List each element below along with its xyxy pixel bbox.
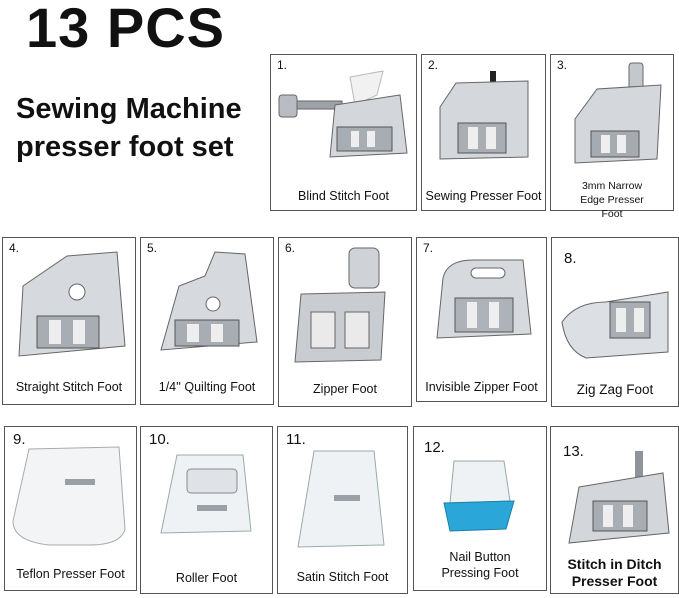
foot-name: 3mm Narrow Edge Presser Foot [580,180,644,220]
foot-number: 4. [9,241,20,255]
foot-name: Stitch in Ditch Presser Foot [567,556,662,589]
foot-name: Straight Stitch Foot [15,380,123,394]
foot-card-6: 6. Zipper Foot [278,237,412,407]
foot-name: Nail Button Pressing Foot [441,550,519,580]
foot-card-10: 10. Roller Foot [140,426,273,594]
button-foot-image [443,460,515,532]
foot-number: 3. [557,58,568,72]
foot-number: 5. [147,241,158,255]
foot-number: 13. [563,443,584,460]
satin-stitch-foot-image [297,450,385,548]
foot-card-13: 13. Stitch in Ditch Presser Foot [550,426,679,594]
foot-number: 1. [277,58,288,72]
foot-card-1: 1. Blind Stitch Foot [270,54,417,211]
invisible-zipper-foot-image [436,259,532,339]
zipper-foot-image [294,247,386,363]
foot-name: Zipper Foot [313,382,377,396]
foot-card-5: 5. 1/4'' Quilting Foot [140,237,274,405]
foot-number: 10. [149,431,170,448]
foot-number: 6. [285,241,296,255]
foot-card-11: 11. Satin Stitch Foot [277,426,408,594]
teflon-foot-image [12,446,126,546]
foot-name: Roller Foot [175,571,238,585]
subtitle: Sewing Machine presser foot set [16,93,242,163]
narrow-edge-foot-image [574,62,662,164]
foot-number: 9. [13,431,26,448]
foot-number: 2. [428,58,439,72]
foot-card-2: 2. Sewing Presser Foot [421,54,546,211]
foot-name: 1/4'' Quilting Foot [158,380,256,394]
foot-name: Invisible Zipper Foot [425,380,538,394]
foot-number: 8. [564,250,577,267]
blind-stitch-foot-image [278,70,408,158]
foot-card-7: 7. Invisible Zipper Foot [416,237,547,402]
quilting-foot-image [160,251,258,351]
foot-card-8: 8. Zig Zag Foot [551,237,679,407]
foot-name: Zig Zag Foot [576,382,654,397]
roller-foot-image [160,454,252,534]
sewing-presser-foot-image [439,71,529,160]
straight-stitch-foot-image [18,251,126,357]
foot-name: Teflon Presser Foot [16,567,125,581]
stitch-in-ditch-foot-image [568,451,670,544]
foot-card-3: 3. 3mm Narrow Edge Presser Foot [550,54,674,220]
headline: 13 PCS [26,0,225,59]
foot-number: 11. [286,431,306,448]
foot-name: Satin Stitch Foot [296,570,389,584]
foot-name: Blind Stitch Foot [297,189,389,203]
foot-card-12: 12. Nail Button Pressing Foot [413,426,547,591]
foot-card-4: 4. Straight Stitch Foot [2,237,136,405]
foot-number: 7. [423,241,434,255]
foot-name: Sewing Presser Foot [425,189,542,203]
foot-card-9: 9. Teflon Presser Foot [4,426,137,591]
foot-number: 12. [424,439,445,456]
zig-zag-foot-image [561,291,669,359]
